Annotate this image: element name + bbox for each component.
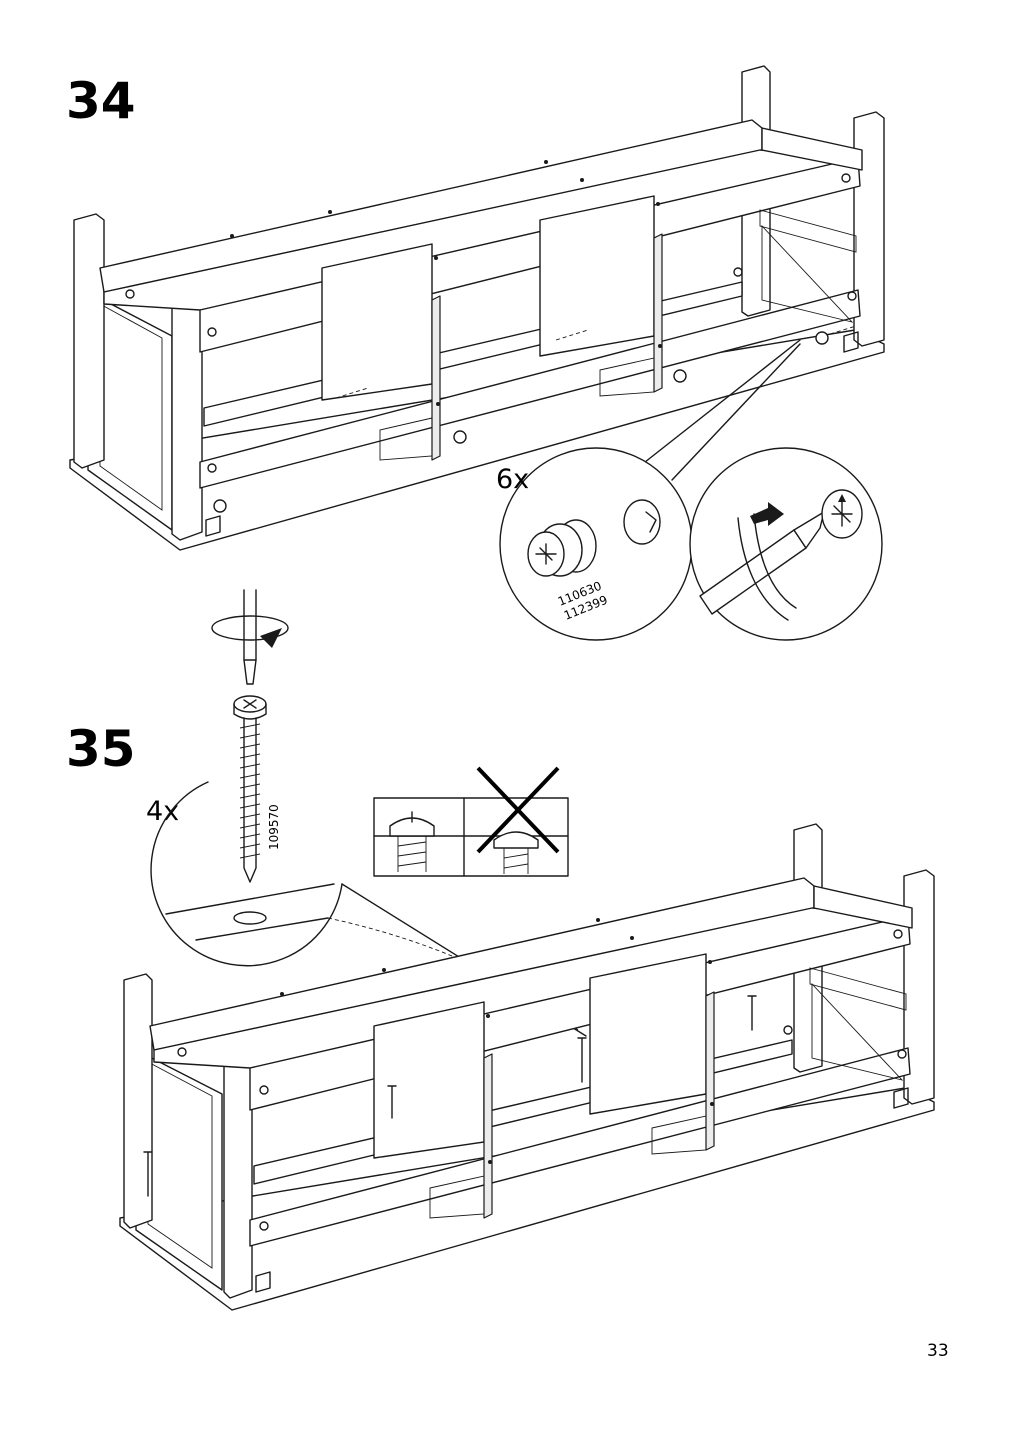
x-cross-icon xyxy=(476,766,560,854)
step-35-quantity: 4x xyxy=(146,796,179,827)
cam-lock-icon xyxy=(821,489,863,539)
part-number-109570: 109570 xyxy=(267,804,281,850)
wrong-screw-icon xyxy=(463,831,569,874)
screwdriver-icon xyxy=(699,511,825,615)
tighten-cam-detail xyxy=(689,447,883,641)
step-34-number: 34 xyxy=(66,72,136,130)
clockwise-rotation-icon xyxy=(211,615,289,648)
step-34-quantity: 6x xyxy=(496,464,529,495)
cam-lock-icon xyxy=(527,519,597,577)
correct-screw-icon xyxy=(373,811,465,872)
bench-frame-step-35 xyxy=(119,823,935,1311)
installed-screws xyxy=(143,995,757,1197)
cam-lock-detail: 6x 110630 112399 xyxy=(496,447,693,641)
callout-leader xyxy=(639,339,801,481)
screw-hole-detail xyxy=(150,781,343,967)
screw-icon xyxy=(233,695,267,883)
page-number: 33 xyxy=(927,1341,949,1361)
step-35-number: 35 xyxy=(66,720,136,778)
rotation-arrow-icon xyxy=(750,502,784,526)
bench-frame-step-34 xyxy=(69,65,885,551)
screw-depth-comparison xyxy=(373,766,569,877)
screwdriver-icon xyxy=(243,589,257,685)
